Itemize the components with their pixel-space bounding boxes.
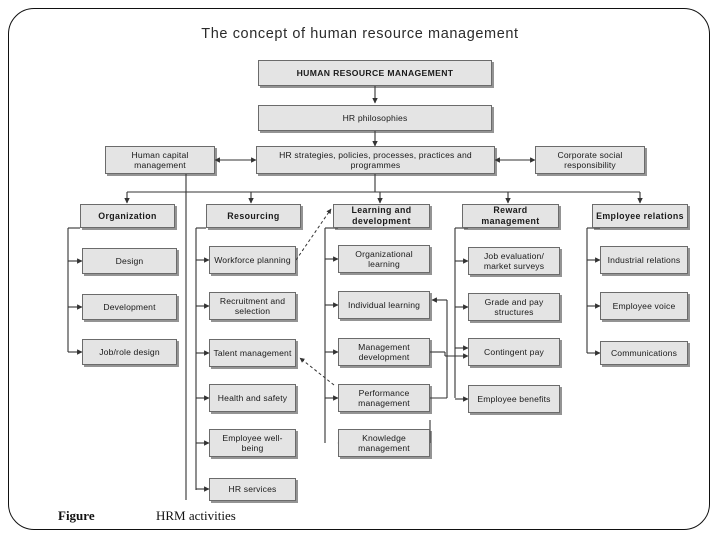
node-human-resource-management[interactable]: HUMAN RESOURCE MANAGEMENT <box>258 60 492 86</box>
node-employee-benefits[interactable]: Employee benefits <box>468 385 560 413</box>
node-employee-voice[interactable]: Employee voice <box>600 292 688 320</box>
node-design[interactable]: Design <box>82 248 177 274</box>
node-job-role-design[interactable]: Job/role design <box>82 339 177 365</box>
node-human-capital-management[interactable]: Human capital management <box>105 146 215 174</box>
column-header-reward-management[interactable]: Reward management <box>462 204 559 228</box>
node-recruitment-and-selection[interactable]: Recruitment and selection <box>209 292 296 320</box>
figure-caption-label: Figure <box>58 508 95 523</box>
node-job-evaluation-market-surveys[interactable]: Job evaluation/ market surveys <box>468 247 560 275</box>
slide-title: The concept of human resource management <box>201 26 519 42</box>
node-individual-learning[interactable]: Individual learning <box>338 291 430 319</box>
node-hr-services[interactable]: HR services <box>209 478 296 501</box>
node-health-and-safety[interactable]: Health and safety <box>209 384 296 412</box>
node-talent-management[interactable]: Talent management <box>209 339 296 367</box>
figure-caption-text: HRM activities <box>156 508 236 523</box>
node-grade-and-pay-structures[interactable]: Grade and pay structures <box>468 293 560 321</box>
column-header-resourcing[interactable]: Resourcing <box>206 204 301 228</box>
node-employee-well-being[interactable]: Employee well-being <box>209 429 296 457</box>
node-hr-strategies-policies[interactable]: HR strategies, policies, processes, prac… <box>256 146 495 174</box>
node-communications[interactable]: Communications <box>600 341 688 365</box>
node-organizational-learning[interactable]: Organizational learning <box>338 245 430 273</box>
column-header-organization[interactable]: Organization <box>80 204 175 228</box>
node-workforce-planning[interactable]: Workforce planning <box>209 246 296 274</box>
node-performance-management[interactable]: Performance management <box>338 384 430 412</box>
node-hr-philosophies[interactable]: HR philosophies <box>258 105 492 131</box>
node-knowledge-management[interactable]: Knowledge management <box>338 429 430 457</box>
node-management-development[interactable]: Management development <box>338 338 430 366</box>
node-corporate-social-responsibility[interactable]: Corporate social responsibility <box>535 146 645 174</box>
node-contingent-pay[interactable]: Contingent pay <box>468 338 560 366</box>
node-industrial-relations[interactable]: Industrial relations <box>600 246 688 274</box>
column-header-employee-relations[interactable]: Employee relations <box>592 204 688 228</box>
column-header-learning-and-development[interactable]: Learning and development <box>333 204 430 228</box>
figure-caption: Figure HRM activities <box>58 508 236 524</box>
node-development[interactable]: Development <box>82 294 177 320</box>
